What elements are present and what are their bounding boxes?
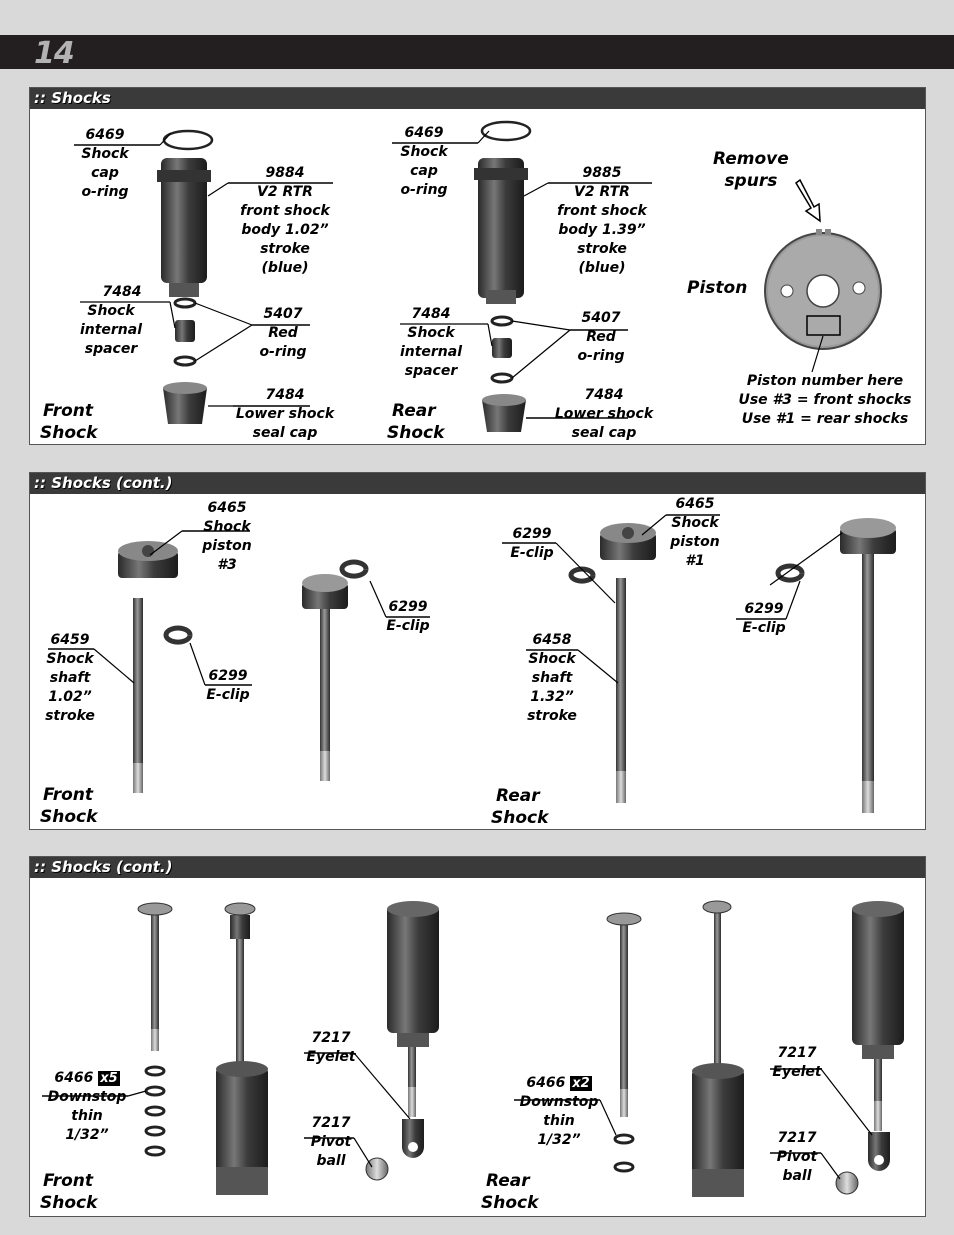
rear-downstop-qty-badge: x2	[570, 1076, 592, 1091]
section-title: :: Shocks	[30, 88, 925, 109]
front-pivot-label: 7217 Pivot ball	[310, 1115, 352, 1169]
front-downstop-5	[144, 1145, 166, 1157]
front-assembled-eclip-label: 6299 E-clip	[386, 599, 430, 634]
front-shaft-label: 6459 Shock shaft 1.02” stroke	[45, 632, 95, 724]
rear-pivot-ball	[835, 1171, 859, 1195]
rear-eyelet-part	[868, 1132, 890, 1171]
front-downstop-2	[144, 1085, 166, 1097]
shock-assembly-illustration	[74, 120, 882, 432]
rear-downstop-1	[613, 1133, 635, 1145]
section-title: :: Shocks (cont.)	[30, 473, 925, 494]
front-piston-label: 6465 Shock piston #3	[202, 500, 252, 573]
piston-label: Piston	[687, 278, 748, 298]
rear-lower-seal-cap	[482, 400, 526, 432]
remove-spurs-label: Remove spurs	[713, 149, 789, 191]
front-downstop-4	[144, 1125, 166, 1137]
section-shocks-cont-1: :: Shocks (cont.)	[29, 472, 926, 830]
rear-cap-oring	[480, 120, 532, 142]
rear-shock-caption: Rear Shock	[481, 1171, 539, 1213]
rear-body-full	[852, 905, 904, 1045]
front-shock-caption: Front Shock	[40, 785, 98, 827]
rear-downstop-label: 6466 x2 Downstop thin 1/32”	[519, 1075, 599, 1148]
front-shock-body	[161, 158, 207, 283]
rear-downstop-2	[613, 1161, 635, 1173]
rear-seal-cap-label: 7484 Lower shock seal cap	[554, 387, 654, 441]
front-eclip-label: 6299 E-clip	[206, 668, 250, 703]
section-shocks-cont-2: :: Shocks (cont.)	[29, 856, 926, 1217]
piston-number-note: Piston number here Use #3 = front shocks…	[738, 373, 912, 427]
rear-eyelet-label: 7217 Eyelet	[772, 1045, 822, 1080]
front-cap-oring	[162, 129, 214, 151]
rear-assembled-eclip-label: 6299 E-clip	[742, 601, 786, 636]
rear-piston-label: 6465 Shock piston #1	[670, 496, 720, 569]
front-red-oring-bottom	[173, 355, 197, 367]
front-internal-spacer	[175, 320, 195, 342]
rear-internal-spacer	[492, 338, 512, 358]
section-title: :: Shocks (cont.)	[30, 857, 925, 878]
rear-body-lower	[692, 1069, 744, 1197]
front-oring-label: 6469 Shock cap o-ring	[81, 127, 129, 200]
front-lower-seal-cap	[163, 388, 207, 424]
front-eyelet-label: 7217 Eyelet	[306, 1030, 356, 1065]
front-body-full	[387, 905, 439, 1033]
front-downstop-3	[144, 1105, 166, 1117]
front-red-oring-label: 5407 Red o-ring	[259, 306, 307, 360]
remove-spurs-arrow	[795, 178, 821, 223]
front-downstop-1	[144, 1065, 166, 1077]
rear-eclip-part	[568, 566, 596, 584]
rear-eclip-label: 6299 E-clip	[510, 526, 554, 561]
final-assembly-illustration	[42, 900, 904, 1197]
piston-shaft-illustration	[48, 514, 896, 813]
front-red-oring-top	[173, 297, 197, 309]
front-eclip-part	[163, 625, 193, 645]
rear-red-oring-label: 5407 Red o-ring	[577, 310, 625, 364]
rear-shock-body	[478, 158, 524, 298]
rear-body-label: 9885 V2 RTR front shock body 1.39” strok…	[557, 165, 647, 276]
front-body-label: 9884 V2 RTR front shock body 1.02” strok…	[240, 165, 330, 276]
front-assembled-eclip	[339, 559, 369, 579]
front-shock-caption: Front Shock	[40, 401, 98, 443]
rear-shaft-part	[616, 578, 626, 803]
front-eyelet-part	[402, 1119, 424, 1158]
front-downstop-label: 6466 x5 Downstop thin 1/32”	[47, 1070, 127, 1143]
rear-spacer-label: 7484 Shock internal spacer	[399, 306, 463, 379]
page-header-bar	[0, 35, 954, 69]
front-shaft-part	[133, 598, 143, 793]
front-spacer-label: 7484 Shock internal spacer	[79, 284, 143, 357]
rear-oring-label: 6469 Shock cap o-ring	[400, 125, 448, 198]
rear-shaft-label: 6458 Shock shaft 1.32” stroke	[527, 632, 577, 724]
rear-red-oring-bottom	[490, 372, 514, 384]
page-number: 14	[34, 36, 75, 71]
front-downstop-qty-badge: x5	[98, 1071, 120, 1086]
front-body-lower	[216, 1067, 268, 1195]
rear-shock-caption: Rear Shock	[387, 401, 445, 443]
front-seal-cap-label: 7484 Lower shock seal cap	[235, 387, 335, 441]
rear-red-oring-top	[490, 315, 514, 327]
rear-pivot-label: 7217 Pivot ball	[776, 1130, 818, 1184]
rear-shock-caption: Rear Shock	[491, 786, 549, 828]
section-shocks: :: Shocks	[29, 87, 926, 445]
front-shock-caption: Front Shock	[40, 1171, 98, 1213]
front-pivot-ball	[365, 1157, 389, 1181]
rear-assembled-eclip	[775, 563, 805, 583]
